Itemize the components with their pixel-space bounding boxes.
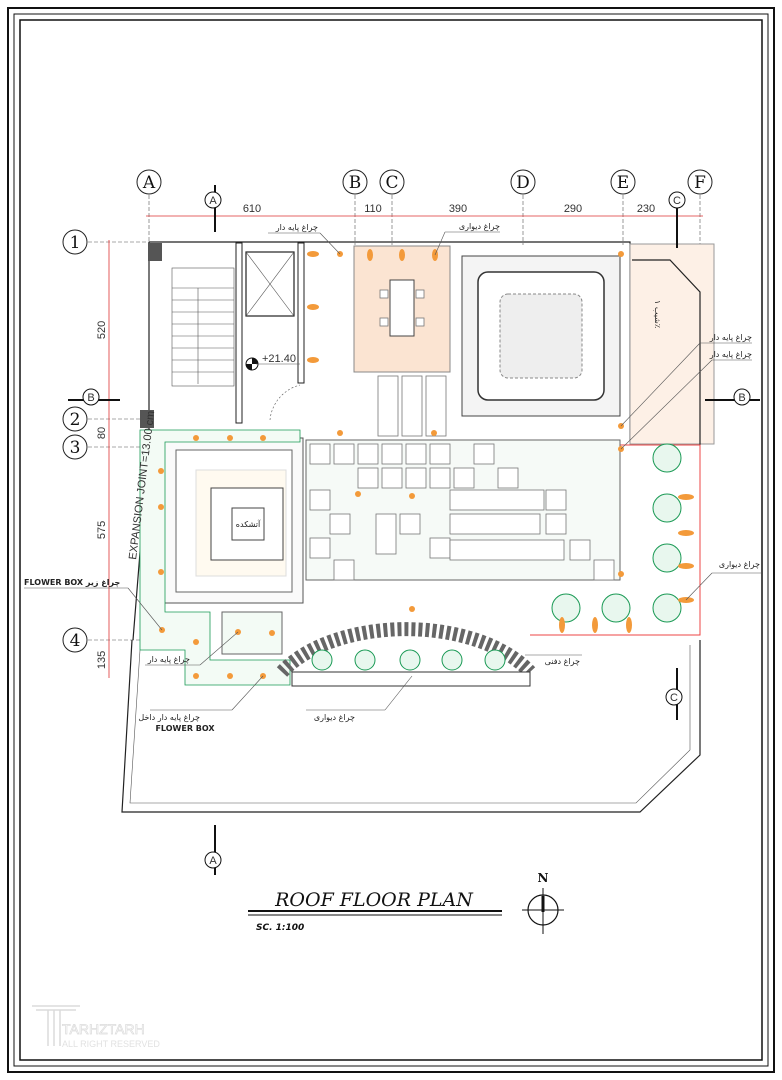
drawing-scale: SC. 1:100 <box>256 923 304 933</box>
svg-text:390: 390 <box>449 203 467 215</box>
svg-text:چراغ دیواری: چراغ دیواری <box>314 713 355 722</box>
elevation-text: +21.40 <box>262 353 296 365</box>
svg-text:2: 2 <box>70 410 81 430</box>
svg-text:چراغ پایه دار: چراغ پایه دار <box>709 333 752 342</box>
svg-text:610: 610 <box>243 203 261 215</box>
svg-text:B: B <box>349 173 362 193</box>
svg-text:4: 4 <box>70 631 81 651</box>
lamps <box>158 249 694 679</box>
svg-text:ALL RIGHT RESERVED: ALL RIGHT RESERVED <box>62 1039 160 1049</box>
svg-text:D: D <box>516 173 530 193</box>
svg-text:E: E <box>617 173 629 193</box>
svg-text:80: 80 <box>96 427 108 439</box>
elevation-marker: +21.40 <box>245 353 300 371</box>
section-marker-c-top: C <box>668 191 686 248</box>
annotations: چراغ پایه دار چراغ دیواری چراغ پایه دار … <box>24 222 762 733</box>
drawing-frame <box>19 19 763 1061</box>
grid-rows: 1 2 3 4 520 80 575 135 <box>62 229 149 678</box>
svg-text:230: 230 <box>637 203 655 215</box>
paved-terrace <box>305 375 621 581</box>
title-block: ROOF FLOOR PLAN SC. 1:100 <box>248 889 502 933</box>
svg-text:290: 290 <box>564 203 582 215</box>
grid-bubble-3: 3 <box>62 434 88 460</box>
svg-text:چراغ پایه دار: چراغ پایه دار <box>147 655 190 664</box>
svg-text:110: 110 <box>364 203 382 215</box>
svg-text:FLOWER BOX: FLOWER BOX <box>155 724 215 733</box>
grid-bubble-1: 1 <box>62 229 88 255</box>
svg-text:1: 1 <box>70 233 81 253</box>
svg-text:FLOWER BOX چراغ زیر: FLOWER BOX چراغ زیر <box>24 578 120 587</box>
section-marker-b-left: B <box>68 388 120 406</box>
section-marker-a-top: A <box>204 185 222 232</box>
svg-text:چراغ پایه دار: چراغ پایه دار <box>709 350 752 359</box>
svg-text:A: A <box>209 195 217 207</box>
elevator-shaft <box>245 251 295 317</box>
grid-columns: A B C D E F <box>136 169 713 245</box>
svg-text:575: 575 <box>96 521 108 539</box>
column-dimension-line: 610 110 390 290 230 <box>146 203 703 217</box>
north-arrow-icon: N <box>522 871 564 934</box>
svg-text:C: C <box>385 173 398 193</box>
svg-text:شیب ۱٪: شیب ۱٪ <box>653 300 662 328</box>
svg-text:F: F <box>694 173 706 193</box>
svg-text:چراغ پایه دار: چراغ پایه دار <box>275 223 318 232</box>
grid-bubble-f: F <box>687 169 713 195</box>
grid-bubble-e: E <box>610 169 636 195</box>
svg-text:A: A <box>209 855 217 867</box>
svg-text:135: 135 <box>96 651 108 669</box>
watermark-logo: TARHZTARH ALL RIGHT RESERVED <box>32 1005 160 1049</box>
svg-text:B: B <box>738 392 745 404</box>
svg-text:3: 3 <box>70 438 81 458</box>
site-boundary-inner <box>129 645 691 804</box>
svg-text:N: N <box>538 871 549 885</box>
door-swing <box>269 384 301 421</box>
svg-text:چراغ دفنی: چراغ دفنی <box>545 657 580 666</box>
grid-bubble-2: 2 <box>62 406 88 432</box>
svg-text:TARHZTARH: TARHZTARH <box>62 1021 145 1037</box>
grid-bubble-d: D <box>510 169 536 195</box>
grid-bubble-4: 4 <box>62 627 88 653</box>
wood-deck-right: شیب ۱٪ <box>629 243 715 445</box>
svg-text:C: C <box>670 692 678 704</box>
outer-frame <box>7 7 775 1073</box>
svg-text:چراغ پایه دار داخل: چراغ پایه دار داخل <box>138 713 200 722</box>
svg-text:520: 520 <box>96 321 108 339</box>
outer-frame-inner <box>13 13 769 1067</box>
section-marker-b-right: B <box>705 388 760 406</box>
fire-pit-lounge: آتشکده <box>162 437 304 604</box>
wood-deck-dining <box>353 245 451 373</box>
fire-pit-label: آتشکده <box>236 519 261 529</box>
drawing-title: ROOF FLOOR PLAN <box>274 889 474 911</box>
site-boundary <box>121 639 701 813</box>
svg-text:B: B <box>87 392 94 404</box>
grid-bubble-c: C <box>379 169 405 195</box>
stone-seating-arc <box>276 622 536 687</box>
svg-text:A: A <box>142 173 156 193</box>
grid-bubble-b: B <box>342 169 368 195</box>
pool <box>461 255 621 417</box>
svg-text:چراغ دیواری: چراغ دیواری <box>459 222 500 231</box>
section-marker-a-bottom: A <box>204 825 222 875</box>
grid-bubble-a: A <box>136 169 162 195</box>
section-marker-c-bottom: C <box>665 668 683 720</box>
svg-text:C: C <box>673 195 681 207</box>
svg-text:چراغ دیواری: چراغ دیواری <box>719 560 760 569</box>
staircase <box>171 242 305 424</box>
